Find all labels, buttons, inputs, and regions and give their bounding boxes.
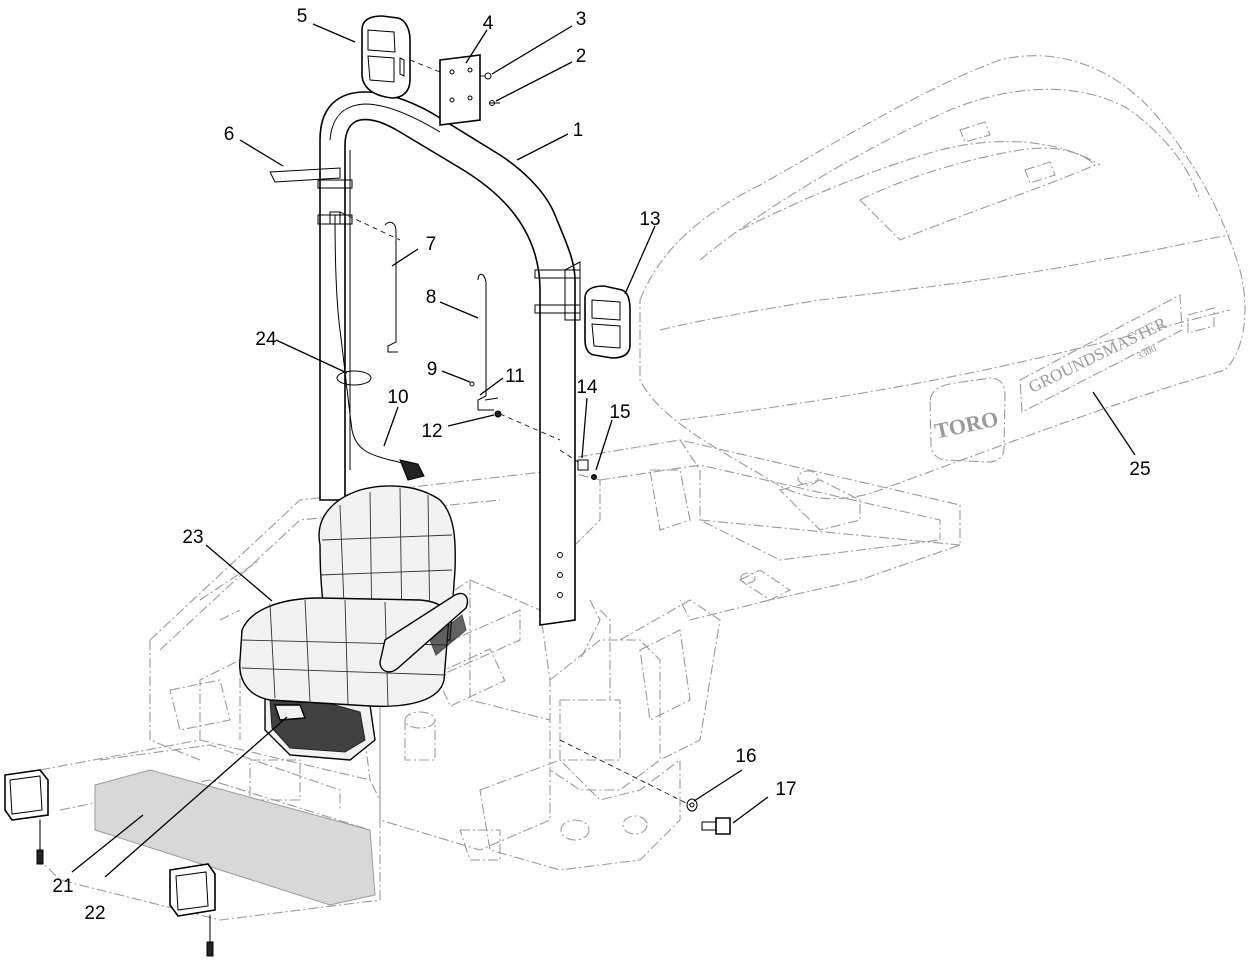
callout-22: 22 [84,903,105,924]
callout-5: 5 [297,6,308,27]
callout-16: 16 [735,746,756,767]
floor-mat [94,769,376,906]
light-wire-7 [339,211,401,353]
callout-17: 17 [775,779,796,800]
callout-23: 23 [182,527,203,548]
light-wire-8 [469,273,561,441]
machine-hood-ghost: TORO GROUNDSMASTER 3300 [639,55,1246,500]
callout-2: 2 [576,46,587,67]
callout-14: 14 [576,377,598,398]
callout-15: 15 [609,402,630,423]
callout-9: 9 [427,359,438,380]
side-light-13 [584,285,631,359]
callout-10: 10 [387,387,408,408]
wiring-harness [329,211,425,481]
callout-25: 25 [1129,459,1150,480]
callout-21: 21 [52,876,73,897]
callout-4: 4 [483,13,494,34]
hardware-14-15 [559,449,597,480]
callout-1: 1 [573,120,584,141]
callout-13: 13 [639,209,660,230]
callout-11: 11 [505,366,525,387]
callout-3: 3 [576,9,587,30]
callout-6: 6 [224,124,235,145]
leader-lines [71,23,1136,878]
callout-7: 7 [426,234,437,255]
light-bracket-4 [439,54,481,126]
front-work-light-right [169,863,216,957]
callout-8: 8 [426,287,437,308]
hardware-3-2 [409,59,500,106]
callout-numbers: 5 4 3 2 1 6 7 8 13 24 10 9 11 12 14 15 2… [52,6,1150,924]
bracket-6 [269,167,341,183]
hardware-16-17 [559,739,731,835]
operator-seat [239,485,469,761]
top-light-5 [361,15,411,99]
front-work-light-left [4,769,49,865]
callout-12: 12 [421,421,442,442]
callout-24: 24 [255,329,277,350]
